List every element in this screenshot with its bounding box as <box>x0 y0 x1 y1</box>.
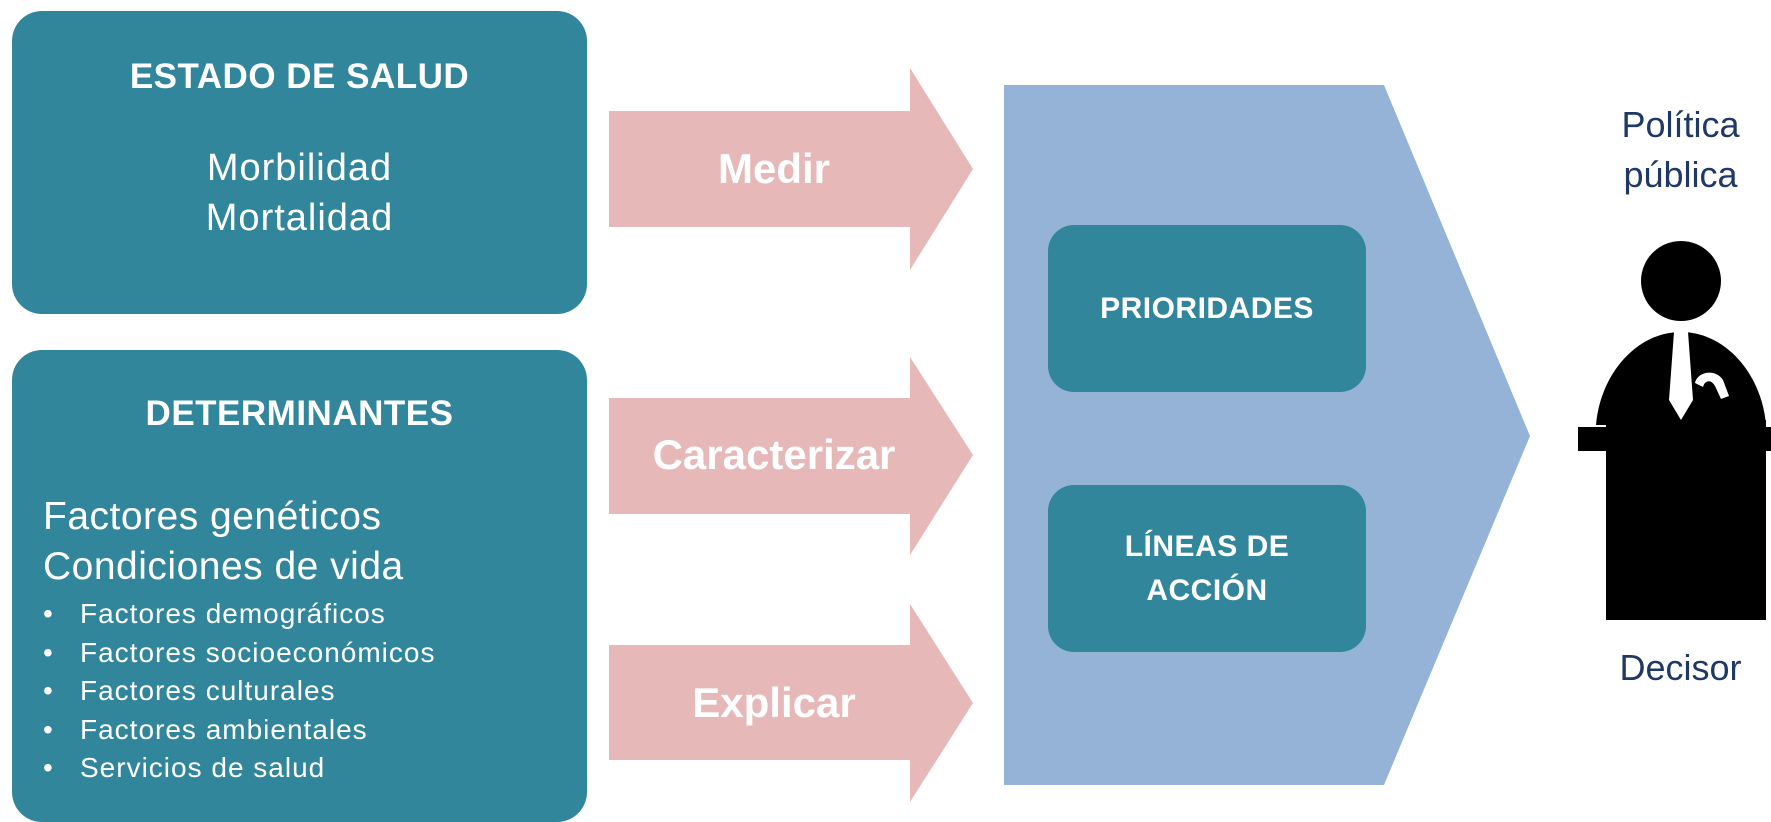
determinantes-main: Factores genéticos Condiciones de vida <box>43 492 404 592</box>
estado-title: ESTADO DE SALUD <box>129 57 470 96</box>
arrow-caracterizar-label: Caracterizar <box>652 431 896 478</box>
determinantes-box: DETERMINANTES Factores genéticos Condici… <box>12 350 587 822</box>
politica-publica-label: Política pública <box>1598 100 1763 200</box>
prioridades-label: PRIORIDADES <box>1100 291 1314 325</box>
process-chevron <box>1004 85 1530 785</box>
determinantes-main-genetic: Factores genéticos <box>43 495 382 538</box>
arrow-medir-label: Medir <box>717 145 830 192</box>
arrow-explicar <box>609 604 973 802</box>
determinantes-main-vida: Condiciones de vida <box>43 545 404 588</box>
estado-line-mortalidad: Mortalidad <box>205 197 394 239</box>
estado-de-salud-box: ESTADO DE SALUD Morbilidad Mortalidad <box>12 11 587 314</box>
speaker-podium-icon <box>1578 241 1771 620</box>
bullet-item: Factores ambientales <box>43 711 435 750</box>
lineas-de-accion-box: LÍNEAS DE ACCIÓN <box>1048 485 1366 652</box>
determinantes-title: DETERMINANTES <box>145 394 454 433</box>
politica-line1: Política <box>1621 104 1740 145</box>
estado-line-morbilidad: Morbilidad <box>206 147 393 189</box>
arrow-caracterizar <box>609 357 973 555</box>
bullet-item: Factores culturales <box>43 672 435 711</box>
determinantes-bullet-list: Factores demográficos Factores socioecon… <box>43 595 435 788</box>
lineas-de-accion-label: LÍNEAS DE ACCIÓN <box>1125 525 1290 613</box>
bullet-item: Factores socioeconómicos <box>43 634 435 673</box>
arrow-explicar-label: Explicar <box>692 679 856 726</box>
lineas-line1: LÍNEAS DE <box>1124 529 1290 563</box>
prioridades-box: PRIORIDADES <box>1048 225 1366 392</box>
decisor-label: Decisor <box>1619 647 1742 688</box>
estado-lines: Morbilidad Mortalidad <box>12 143 587 243</box>
bullet-item: Servicios de salud <box>43 749 435 788</box>
arrow-medir <box>609 68 973 270</box>
lineas-line2: ACCIÓN <box>1146 573 1268 607</box>
politica-line2: pública <box>1623 154 1738 195</box>
bullet-item: Factores demográficos <box>43 595 435 634</box>
